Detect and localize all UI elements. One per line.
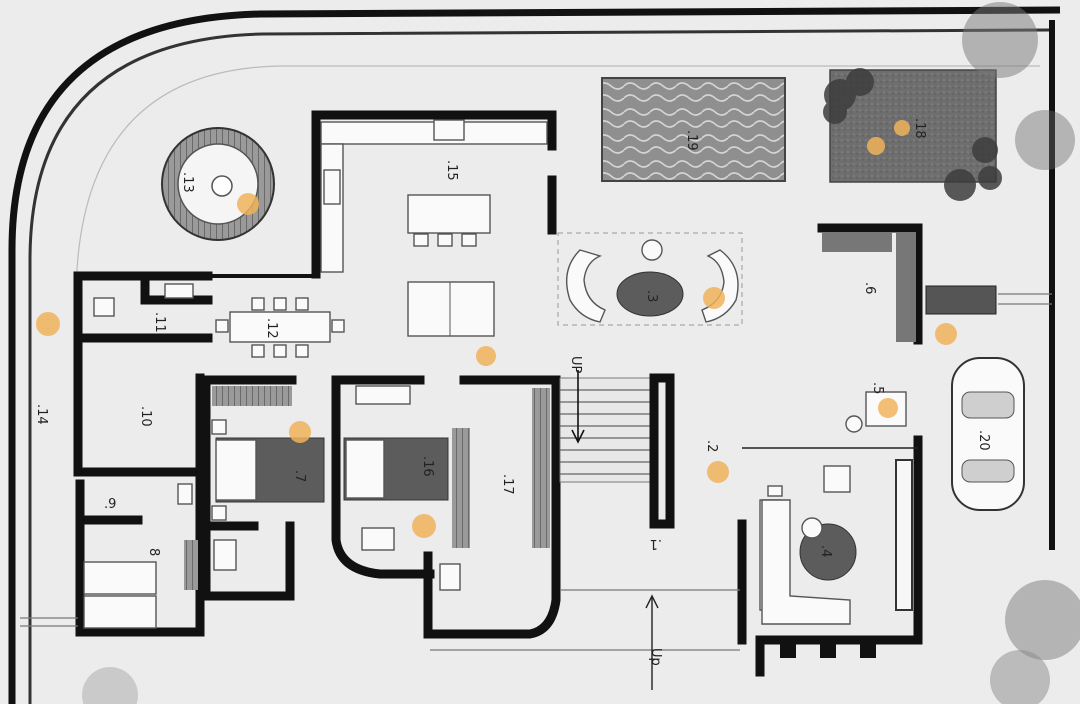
service-rooms xyxy=(73,271,316,637)
trees xyxy=(82,2,1080,704)
planter xyxy=(925,285,997,315)
label-room-20: .20 xyxy=(976,430,991,451)
label-room-12: .12 xyxy=(264,318,279,339)
label-road-up: Up xyxy=(648,648,663,666)
right-wing xyxy=(737,223,1052,677)
label-room-6: .6 xyxy=(862,282,877,294)
bedroom-center xyxy=(331,375,561,639)
stairs xyxy=(559,370,675,529)
label-room-9: .9 xyxy=(104,497,116,512)
people-figures xyxy=(36,120,957,538)
label-room-14: .14 xyxy=(34,404,49,425)
label-room-8: 8 xyxy=(146,548,161,556)
label-room-7: .7 xyxy=(292,470,307,482)
round-gazebo xyxy=(161,127,275,241)
label-room-19: .19 xyxy=(684,130,699,151)
label-room-3: .3 xyxy=(644,290,659,302)
pool xyxy=(601,77,786,182)
label-room-16: .16 xyxy=(420,456,435,477)
label-room-10: .10 xyxy=(138,406,153,427)
label-room-15: .15 xyxy=(444,160,459,181)
car xyxy=(951,357,1025,511)
room-labels: Up UP .1 .2 .3 .4 .5 .6 .7 8 .9 .10 .11 … xyxy=(34,118,991,666)
site-boundary xyxy=(8,6,1061,704)
label-room-17: .17 xyxy=(500,474,515,495)
label-room-5: .5 xyxy=(870,382,885,394)
label-stair-up: UP xyxy=(568,356,583,374)
kitchen xyxy=(311,110,557,279)
label-room-1: .1 xyxy=(650,536,662,551)
center-sofa xyxy=(407,281,495,337)
living-zone xyxy=(557,232,743,326)
dining-table xyxy=(215,297,345,358)
bedroom-left xyxy=(201,375,325,601)
label-room-2: .2 xyxy=(704,440,719,452)
road-lines xyxy=(20,589,740,690)
kitchen-island xyxy=(407,194,491,234)
label-room-11: .11 xyxy=(152,312,167,333)
label-room-18: .18 xyxy=(912,118,927,139)
living-sofas xyxy=(566,239,739,323)
label-room-13: .13 xyxy=(180,172,195,193)
closet xyxy=(184,540,198,590)
label-room-4: .4 xyxy=(818,545,833,557)
